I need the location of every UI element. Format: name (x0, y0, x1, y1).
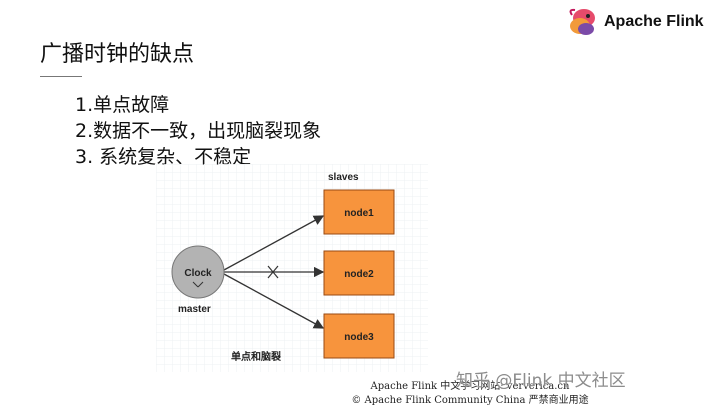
bullet-list: 1.单点故障 2.数据不一致，出现脑裂现象 3. 系统复杂、不稳定 (75, 92, 321, 170)
node3-label: node3 (344, 332, 374, 343)
clock-hands-icon (192, 281, 204, 288)
bullet-item: 1.单点故障 (75, 94, 170, 116)
broken-link-cross-icon (267, 265, 279, 279)
footer-line-1: Apache Flink 中文学习网站: ververica.cn (370, 381, 570, 392)
node1-label: node1 (344, 208, 374, 219)
clock-master-node: Clock (171, 245, 225, 299)
master-label: master (178, 304, 211, 315)
slaves-label: slaves (328, 172, 359, 183)
node1-box: node1 (323, 189, 395, 235)
title-underline (40, 76, 82, 77)
flink-squirrel-logo-icon (569, 8, 595, 35)
diagram-caption: 单点和脑裂 (231, 350, 281, 363)
bullet-item: 3. 系统复杂、不稳定 (75, 146, 252, 168)
bullet-item: 2.数据不一致，出现脑裂现象 (75, 120, 322, 142)
clock-label: Clock (184, 268, 212, 279)
arrow-to-node3 (223, 273, 325, 329)
node3-box: node3 (323, 313, 395, 359)
footer-line-2: © Apache Flink Community China 严禁商业用途 (351, 395, 589, 406)
slide-title: 广播时钟的缺点 (40, 42, 195, 67)
broadcast-clock-diagram: slaves Clock master node1 node2 node3 单点… (156, 164, 428, 372)
zhihu-watermark: 知乎 @Flink 中文社区 (456, 371, 626, 391)
apache-flink-logo: Apache Flink (566, 7, 704, 37)
node2-label: node2 (344, 269, 374, 280)
arrow-to-node1 (223, 215, 325, 271)
node2-box: node2 (323, 250, 395, 296)
brand-name: Apache Flink (604, 13, 704, 30)
